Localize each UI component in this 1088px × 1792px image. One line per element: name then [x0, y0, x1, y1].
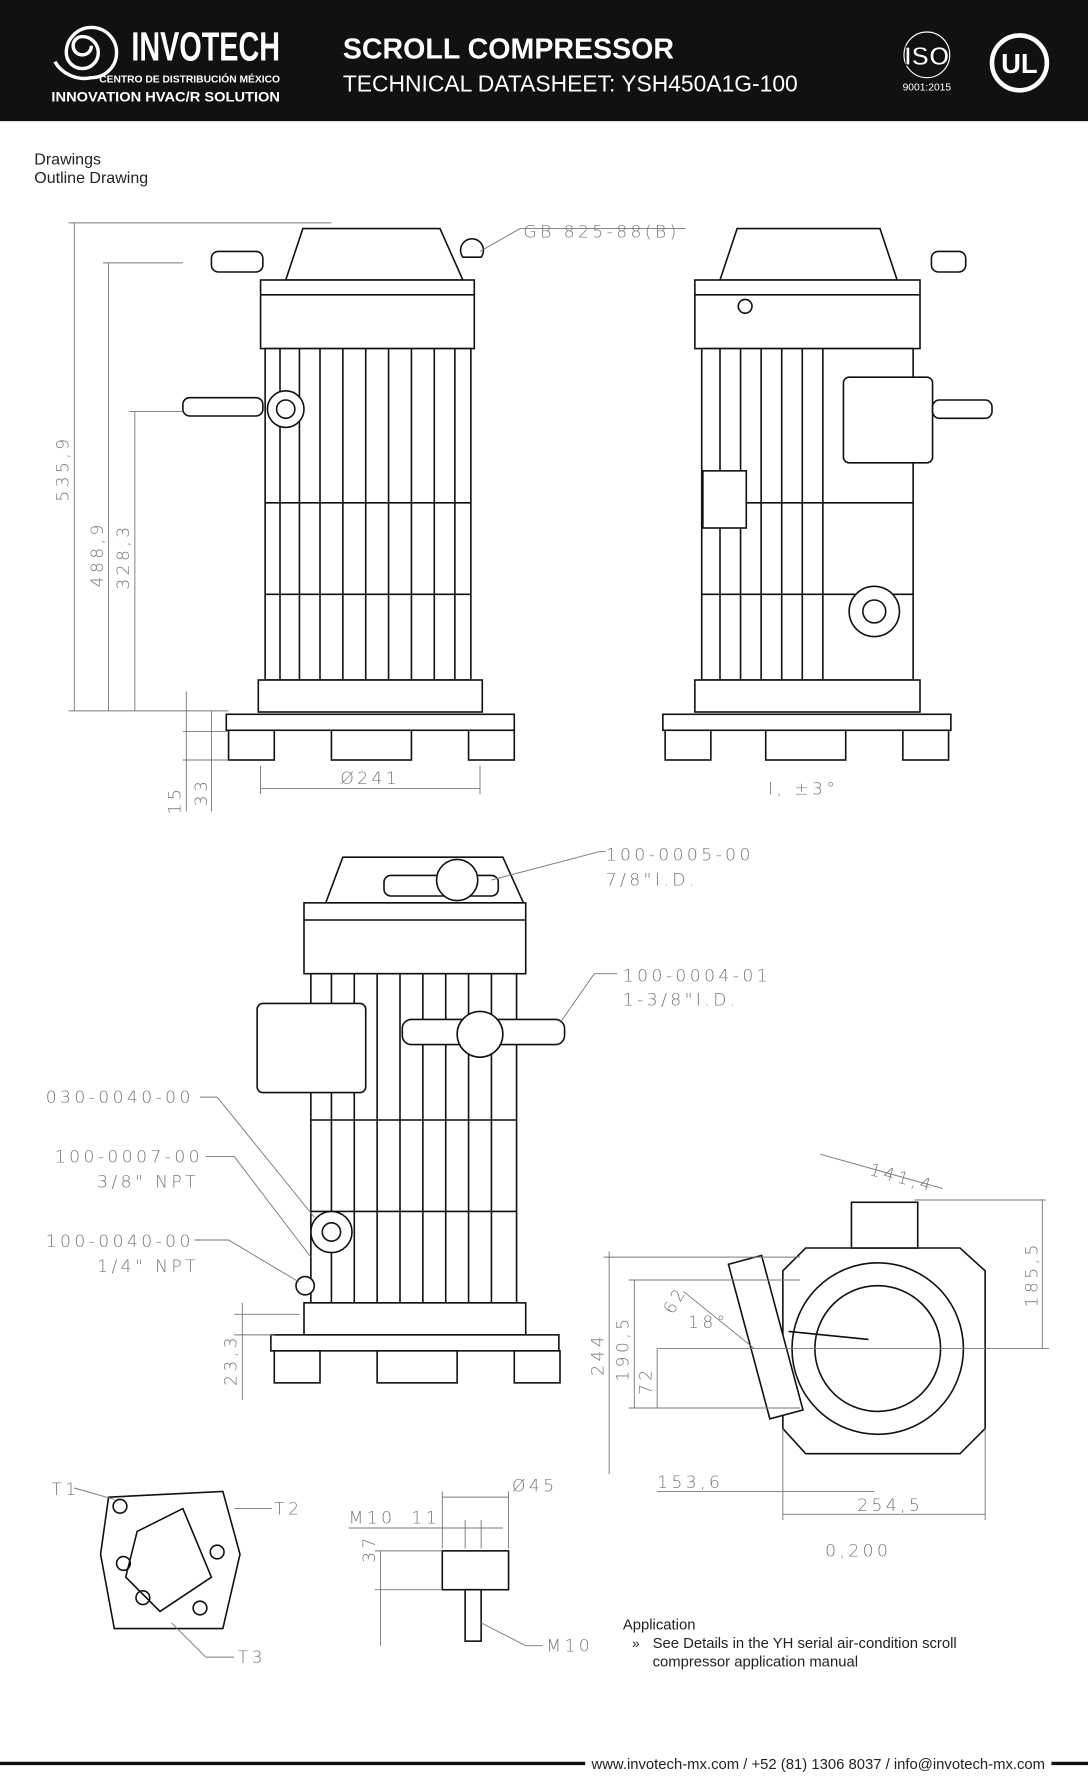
part-code-oil-port: 100-0007-00	[55, 1147, 203, 1167]
footer: www.invotech-mx.com / +52 (81) 1306 8037…	[0, 1757, 1088, 1773]
brand-subtitle: CENTRO DE DISTRIBUCIÓN MÉXICO	[99, 72, 280, 85]
dim-15: 15	[166, 786, 186, 815]
dim-72: 72	[636, 1366, 656, 1395]
application-text-line2: compressor application manual	[653, 1654, 858, 1670]
part-size-suction: 1-3/8"I.D.	[623, 991, 739, 1011]
part-code-suction: 100-0004-01	[623, 967, 771, 987]
section-subheading: Outline Drawing	[34, 170, 148, 187]
section-heading: Drawings	[34, 152, 101, 169]
terminal-t1-label: T1	[51, 1480, 79, 1500]
iso-certification-badge: ISO 9001:2015	[903, 31, 952, 93]
front-view-drawing	[182, 227, 516, 761]
part-code-terminal: 030-0040-00	[46, 1088, 194, 1108]
footer-contact: www.invotech-mx.com / +52 (81) 1306 8037…	[590, 1757, 1045, 1773]
dim-488-9: 488,9	[88, 521, 108, 587]
mounting-bolt-drawing: M10 11 Ø45 37 M10	[348, 1476, 593, 1656]
terminal-t3-label: T3	[238, 1648, 266, 1668]
dim-535-9: 535,9	[54, 435, 74, 501]
dim-gb-standard: GB 825-88(B)	[523, 223, 679, 243]
dim-328-3: 328,3	[114, 523, 134, 589]
dim-62: 62	[660, 1283, 692, 1318]
bolt-thread-label: M10	[349, 1508, 396, 1528]
spiral-logo-icon	[53, 25, 119, 81]
part-size-oil-port: 3/8" NPT	[97, 1172, 199, 1192]
front-view-dimensions: 535,9 488,9 328,3 15 33 Ø241 GB 825-88(B…	[54, 222, 686, 815]
application-text-line1: See Details in the YH serial air-conditi…	[653, 1636, 957, 1652]
top-view-drawing	[727, 1201, 986, 1455]
dim-diameter-241: Ø241	[340, 769, 400, 789]
bolt-size-label: M10	[546, 1636, 593, 1656]
iso-label: ISO	[904, 41, 949, 71]
bullet-icon: »	[632, 1636, 640, 1651]
ul-certification-badge: UL	[989, 33, 1050, 93]
part-size-discharge: 7/8"I.D.	[606, 871, 698, 891]
iso-view-callouts: 100-0005-00 7/8"I.D. 100-0004-01 1-3/8"I…	[46, 846, 771, 1400]
side-view-drawing	[662, 227, 993, 761]
part-code-discharge: 100-0005-00	[606, 846, 754, 866]
bolt-diameter-label: Ø45	[512, 1476, 558, 1496]
dim-23-3: 23,3	[222, 1334, 242, 1386]
application-note: Application » See Details in the YH seri…	[623, 1618, 957, 1671]
brand-name: INVOTECH	[131, 24, 280, 70]
ul-label: UL	[1001, 48, 1038, 79]
dim-185-5: 185,5	[1023, 1241, 1043, 1307]
dim-190-5: 190,5	[614, 1315, 634, 1381]
application-title: Application	[623, 1618, 696, 1634]
dim-tolerance: 0,200	[825, 1542, 891, 1562]
dim-33: 33	[192, 778, 212, 807]
bolt-height-label: 37	[360, 1534, 380, 1563]
dim-141-4: 141,4	[867, 1160, 936, 1196]
part-size-schrader: 1/4" NPT	[97, 1257, 199, 1277]
bolt-depth-label: 11	[411, 1508, 440, 1528]
page-subtitle: TECHNICAL DATASHEET: YSH450A1G-100	[343, 70, 798, 96]
dim-254-5: 254,5	[857, 1496, 923, 1516]
dim-18-degrees: 18°	[688, 1313, 729, 1333]
page-title: SCROLL COMPRESSOR	[343, 33, 675, 65]
iso-standard: 9001:2015	[903, 82, 952, 93]
dim-244: 244	[588, 1333, 608, 1376]
part-code-schrader: 100-0040-00	[46, 1232, 194, 1252]
terminal-t2-label: T2	[274, 1499, 302, 1519]
invotech-logo: INVOTECH CENTRO DE DISTRIBUCIÓN MÉXICO I…	[51, 24, 280, 105]
terminal-box-drawing: T1 T2 T3	[51, 1480, 302, 1668]
dim-153-6: 153,6	[657, 1473, 723, 1493]
dim-tilt-angle: I, ±3°	[768, 779, 838, 799]
brand-tagline: INNOVATION HVAC/R SOLUTION	[51, 90, 280, 105]
iso-view-drawing	[256, 856, 566, 1384]
header-bar: INVOTECH CENTRO DE DISTRIBUCIÓN MÉXICO I…	[0, 0, 1088, 122]
